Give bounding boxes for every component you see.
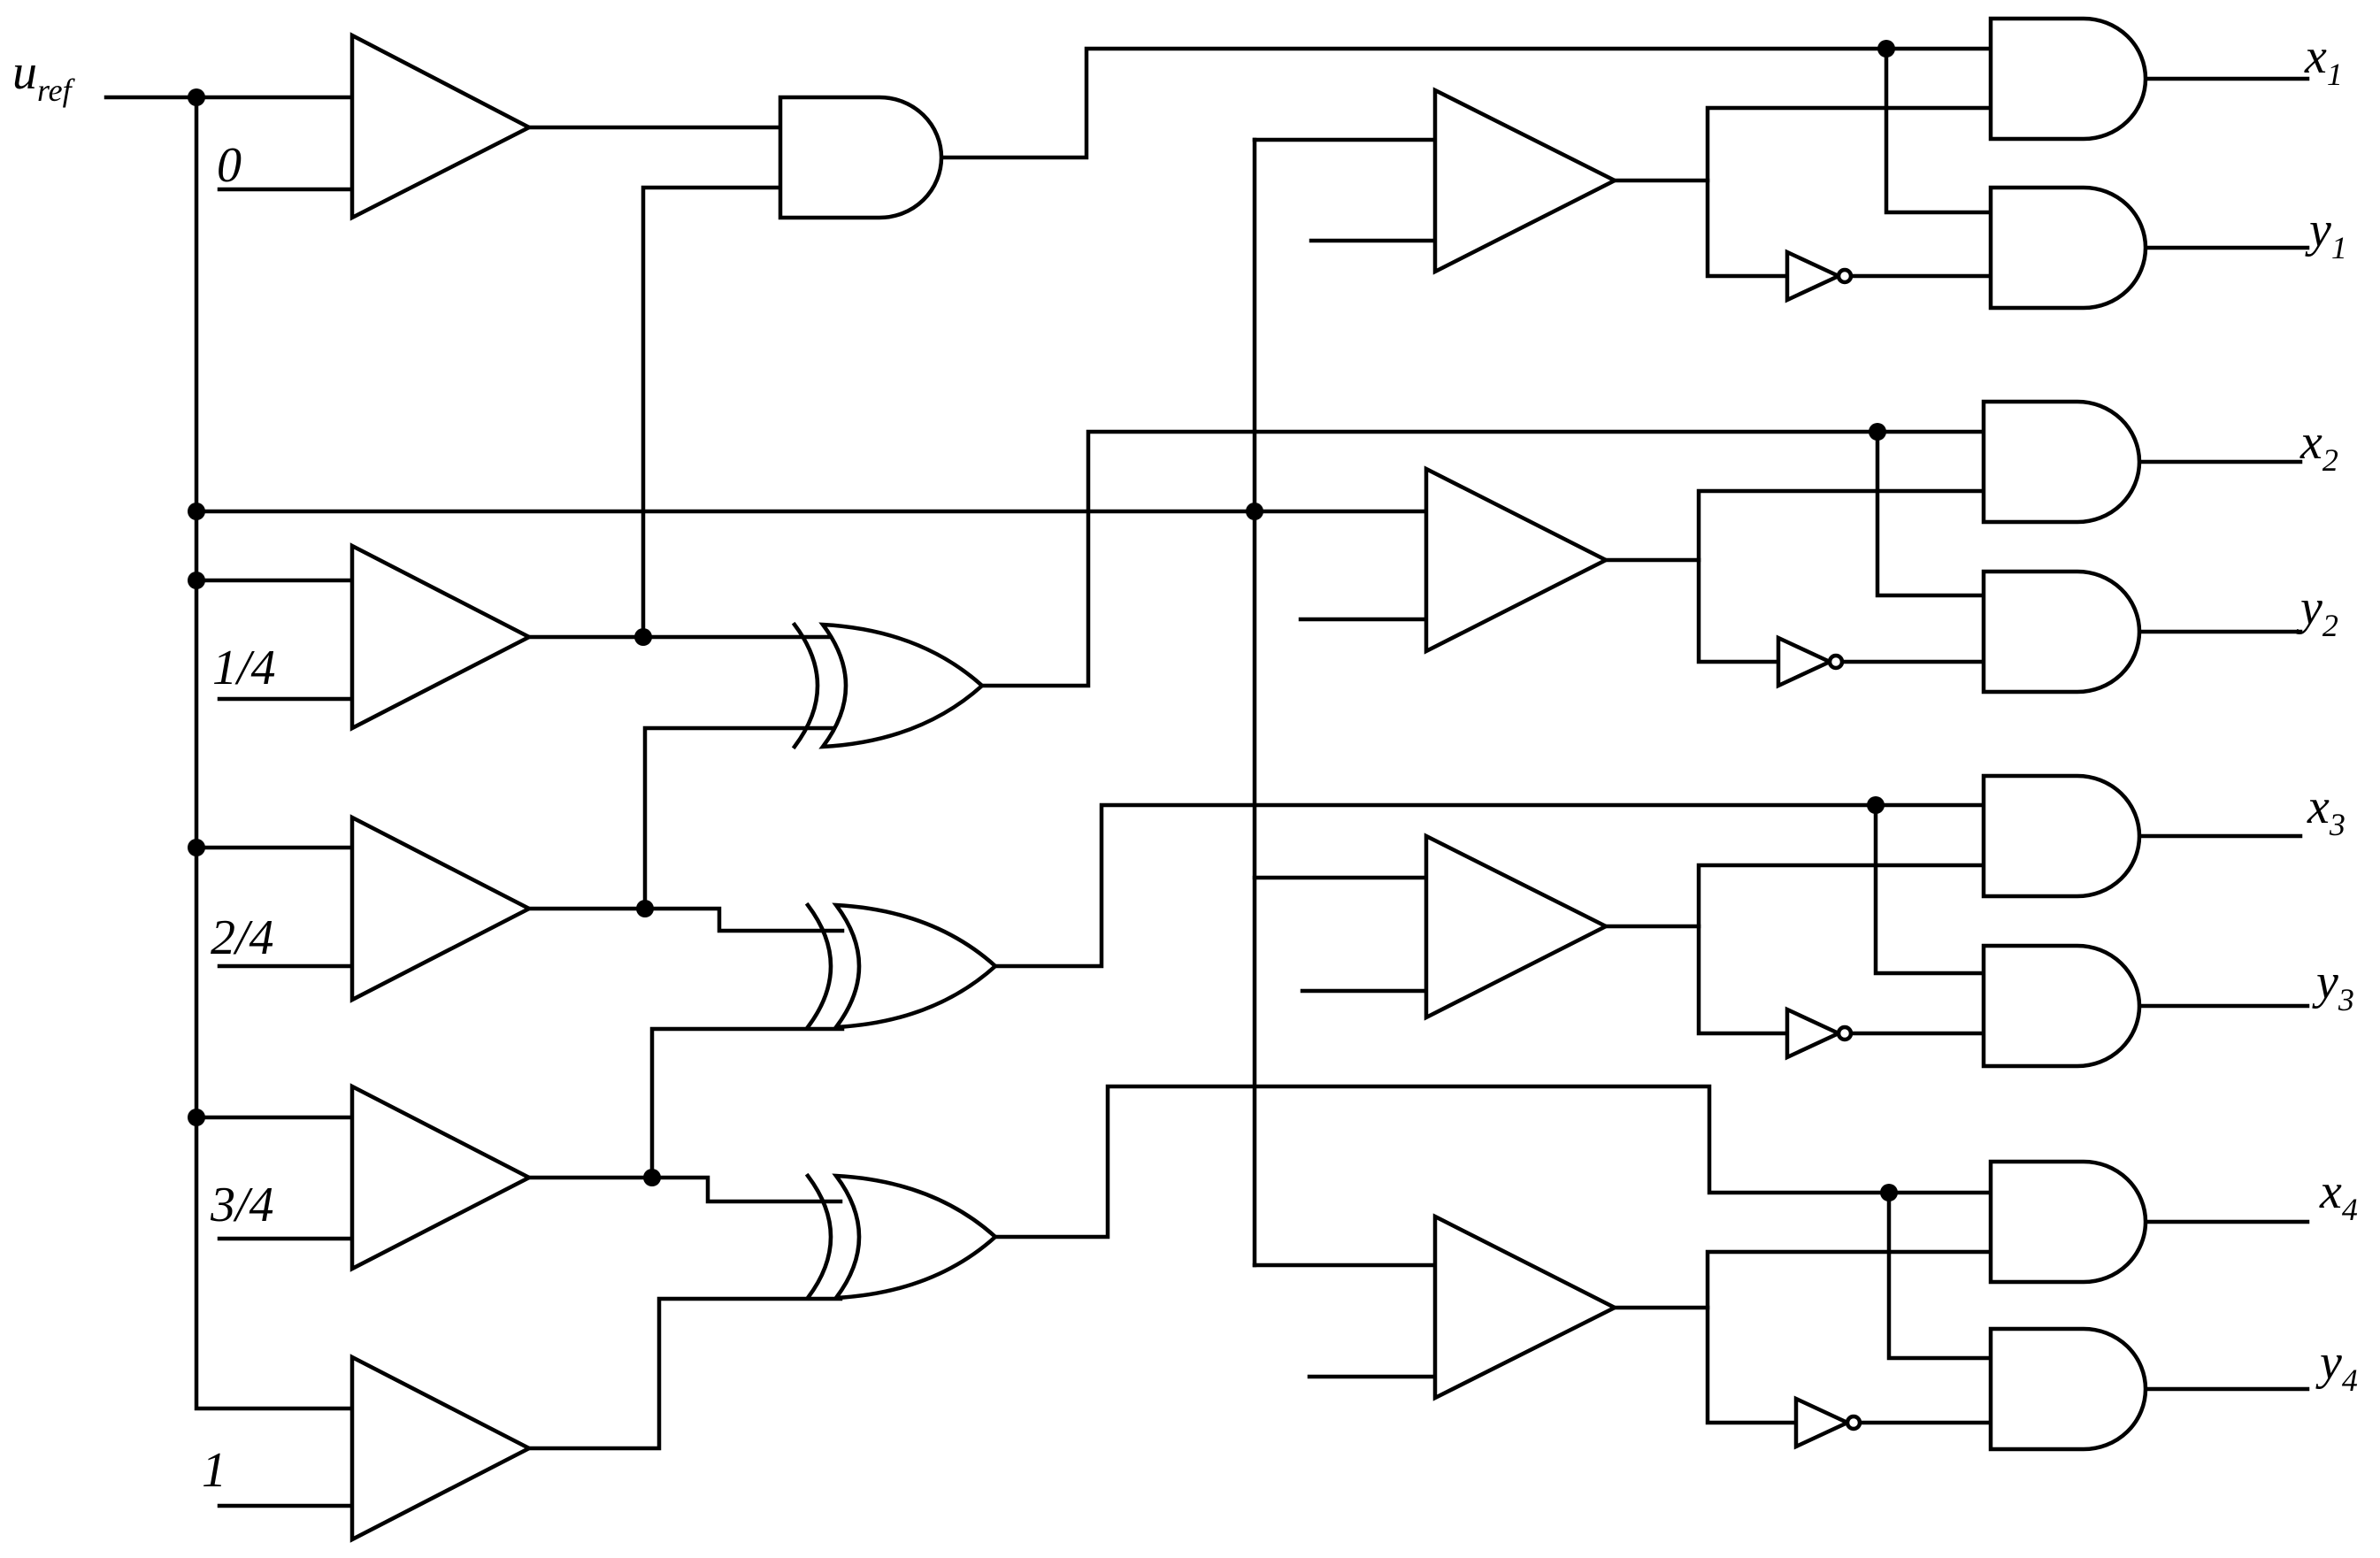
junction-dot <box>188 88 205 106</box>
output-label-y3: y3 <box>2312 955 2354 1017</box>
junction-dot <box>1877 40 1895 58</box>
and-gate-first-stage <box>778 95 944 220</box>
comparator-3-4 <box>349 1083 534 1272</box>
comp4-to-xor3 <box>526 1296 843 1451</box>
xor-gate-2 <box>804 902 999 1031</box>
junction-dots <box>188 40 1898 1201</box>
junction-dot <box>188 1109 205 1126</box>
junction-dot <box>1867 796 1885 814</box>
junction-dot <box>643 1169 661 1186</box>
comparator-ch3 <box>1424 833 1610 1021</box>
uref-vertical-bus <box>194 95 355 1411</box>
junction-dot <box>1869 423 1886 441</box>
output-label-y4: y4 <box>2315 1335 2358 1398</box>
output-label-x1: x1 <box>2304 29 2343 92</box>
and-gate-x2 <box>1981 399 2142 525</box>
threshold-label-1: 1 <box>202 1443 226 1498</box>
comp2-out <box>526 906 845 933</box>
and-gate-y1 <box>1988 185 2148 311</box>
threshold-label-2-4: 2/4 <box>211 910 274 965</box>
not-gate-ch2 <box>1776 634 1845 689</box>
ch2-net <box>1696 488 1986 664</box>
junction-dot <box>188 839 205 856</box>
left-comparators <box>349 32 534 1543</box>
and-gate-y3 <box>1981 943 2142 1069</box>
and-gate-x4 <box>1988 1159 2148 1285</box>
threshold-label-1-4: 1/4 <box>212 641 276 695</box>
ch4-net <box>1705 1249 1993 1425</box>
ch4-x-branch <box>1886 1190 1993 1361</box>
input-label-letter: u <box>12 45 37 100</box>
junction-dot <box>188 572 205 589</box>
ch2-x-branch <box>1875 429 1986 598</box>
comparator-1-4 <box>349 542 534 732</box>
comparator-0 <box>349 32 534 221</box>
comp1-tap-to-and <box>641 185 783 640</box>
comparator-2-4 <box>349 814 534 1003</box>
ch3-net <box>1696 863 1986 1036</box>
not-gate-ch1 <box>1785 249 1854 303</box>
and0-to-x1-bus <box>939 46 1993 160</box>
output-label-x2: x2 <box>2299 415 2338 478</box>
and-gate-x3 <box>1981 773 2142 899</box>
junction-dot <box>636 900 654 917</box>
comparator-ch1 <box>1432 87 1619 275</box>
xor-gate-3 <box>804 1172 999 1301</box>
and-gate-x1 <box>1988 16 2148 142</box>
and-gate-y4 <box>1988 1326 2148 1452</box>
xor-gates <box>791 621 999 1301</box>
comparator-ch4 <box>1432 1213 1619 1401</box>
ch1-x-branch <box>1884 46 1993 215</box>
threshold-label-3-4: 3/4 <box>210 1178 274 1232</box>
comp3-tap-to-xor2 <box>649 1026 845 1180</box>
junction-dot <box>1246 503 1263 520</box>
output-label-x3: x3 <box>2307 779 2345 842</box>
ch1-net <box>1705 105 1993 279</box>
junction-dot <box>188 503 205 520</box>
output-label-x4: x4 <box>2319 1164 2358 1227</box>
xor1-to-x2-bus <box>979 429 1986 688</box>
comp3-out <box>526 1175 843 1204</box>
comp2-tap-to-xor1 <box>642 725 836 911</box>
and-gate-y2 <box>1981 569 2142 695</box>
inverters <box>1776 249 1862 1450</box>
output-label-y1: y1 <box>2305 203 2347 265</box>
comparator-ch2 <box>1424 465 1610 655</box>
right-comparators <box>1424 87 1619 1401</box>
ch3-x-branch <box>1873 802 1986 976</box>
xor-gate-1 <box>791 621 986 750</box>
not-gate-ch3 <box>1785 1006 1854 1061</box>
output-and-gates <box>1981 16 2148 1452</box>
output-label-y2: y2 <box>2296 580 2338 643</box>
xor3-to-x4-bus <box>993 1084 1993 1239</box>
comparator-1 <box>349 1354 534 1543</box>
junction-dot <box>634 628 652 646</box>
input-label-sub: ref <box>37 73 76 108</box>
not-gate-ch4 <box>1793 1395 1862 1450</box>
junction-dot <box>1880 1184 1898 1201</box>
input-label-uref: uref <box>12 45 76 108</box>
threshold-label-0: 0 <box>217 138 242 193</box>
wires <box>104 46 2310 1508</box>
xor2-to-x3-bus <box>993 802 1986 969</box>
